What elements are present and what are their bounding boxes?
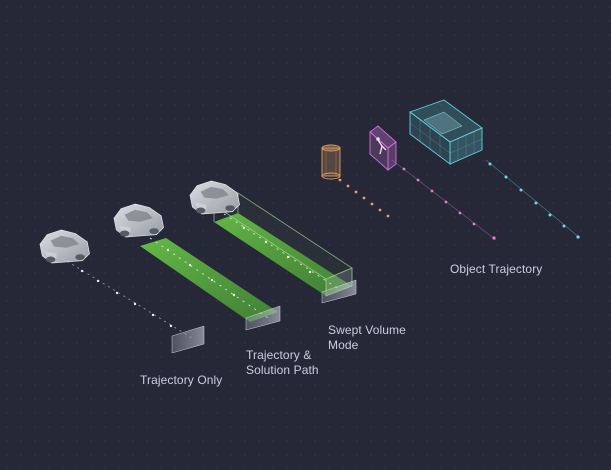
trajectory-line [61,257,193,339]
car-icon [189,180,241,215]
trajectory-dots [402,167,496,240]
trajectory-solution-group [113,203,281,331]
end-plane [321,279,357,304]
label-swept-volume-mode: Swept Volume Mode [328,323,406,353]
pedestrian-trajectory-group [321,144,390,218]
trajectory-only-group [39,229,205,354]
label-trajectory-solution-path: Trajectory & Solution Path [246,348,319,378]
trajectory-dots [166,248,236,297]
end-plane [171,325,205,354]
trajectory-dots [242,226,312,274]
vehicle-trajectory-group [409,99,581,239]
label-line: Trajectory Only [140,373,223,387]
label-line: Mode [328,338,359,352]
label-object-trajectory: Object Trajectory [450,262,542,277]
solution-path [214,213,352,296]
label-line: Swept Volume [328,323,406,337]
trajectory-line [149,237,269,319]
label-line: Solution Path [246,363,319,377]
label-trajectory-only: Trajectory Only [140,373,222,388]
swept-volume-group [189,180,357,304]
end-plane [245,305,281,331]
car-icon [113,203,165,238]
cyclist-box-icon [369,125,397,172]
label-line: Trajectory & [246,348,312,362]
trajectory-dots [488,162,580,239]
label-line: Object Trajectory [450,262,543,276]
trajectory-dots [338,178,390,218]
vehicle-box-icon [409,99,483,165]
trajectory-dots [80,269,173,328]
pedestrian-cylinder-icon [321,144,341,180]
cyclist-trajectory-group [369,125,497,241]
car-icon [39,229,91,264]
